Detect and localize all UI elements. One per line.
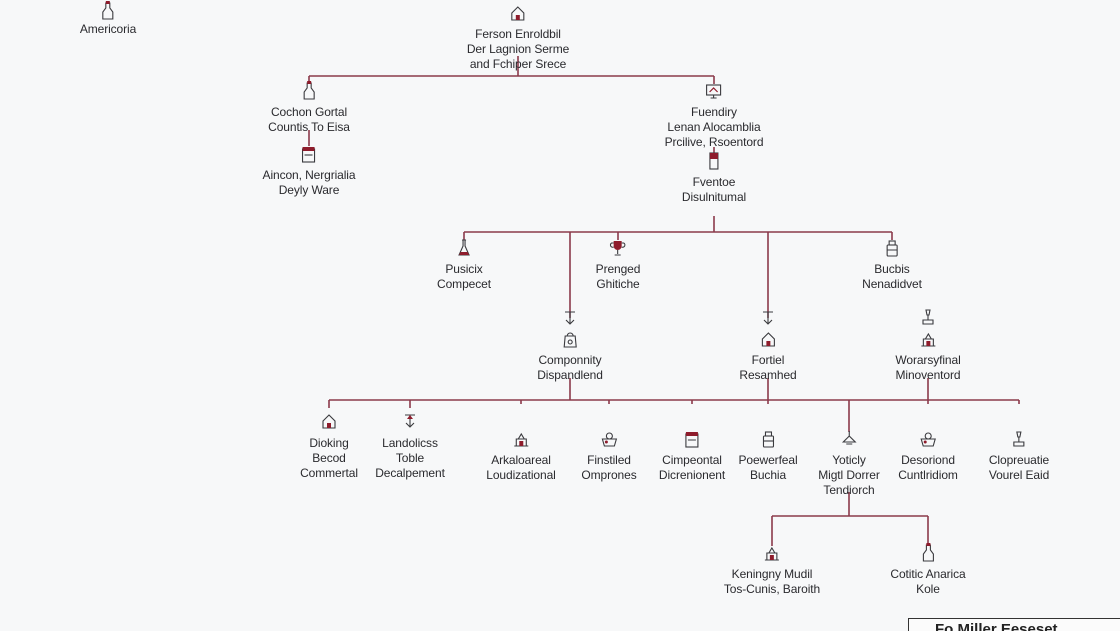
basket-icon <box>598 428 620 450</box>
node-label-line1: Landolicss <box>382 436 438 450</box>
node-label-line1: Bucbis <box>874 262 910 276</box>
node-root[interactable]: Ferson Enroldbil Der Lagnion Serme and F… <box>467 2 569 72</box>
flask-icon <box>453 237 475 259</box>
node-label-line1: Cotitic Anarica <box>890 567 966 581</box>
node-label-line1: Cochon Gortal <box>270 105 348 119</box>
node-label-line1: Worarsyfinal <box>895 353 961 367</box>
node-finstiled[interactable]: Finstiled Omprones <box>581 428 637 483</box>
node-fortiel[interactable]: Fortiel Resamhed <box>739 328 797 383</box>
node-label-line1: Finstiled <box>587 453 631 467</box>
node-label-line2: Toble <box>395 451 425 465</box>
node-landolicss[interactable]: Landolicss Toble Decalpement <box>375 436 445 481</box>
house-icon <box>507 2 529 24</box>
node-clopreuatie[interactable]: Clopreuatie Vourel Eaid <box>989 428 1049 483</box>
node-desoriond[interactable]: Desoriond Cuntlridiom <box>898 428 958 483</box>
node-cimpeontal[interactable]: Cimpeontal Dicrenionent <box>659 428 725 483</box>
node-label-line2: Disulnitumal <box>681 190 747 204</box>
jar-icon <box>757 428 779 450</box>
node-label-line2: Ghitiche <box>596 277 640 291</box>
node-label-line2: Loudizational <box>486 468 556 482</box>
node-label-line2: Compecet <box>437 277 491 291</box>
node-label: Americoria <box>79 22 137 36</box>
node-label-line1: Desoriond <box>901 453 955 467</box>
node-label-line2: Dispandlend <box>537 368 603 382</box>
footer-caption: Fo Miller Eeseset <box>935 621 1058 631</box>
monitor-icon <box>703 80 725 102</box>
box-icon <box>298 143 320 165</box>
node-label-line1: Clopreuatie <box>988 453 1050 467</box>
connector-lines <box>308 56 1020 546</box>
node-label-line2: Vourel Eaid <box>988 468 1050 482</box>
lamp-icon <box>838 428 860 450</box>
node-label-line3: Tendiorch <box>823 483 875 497</box>
trophy-icon <box>607 237 629 259</box>
node-label-line1: Fuendiry <box>691 105 737 119</box>
node-label-line1: Yoticly <box>832 453 866 467</box>
node-label-line2: Der Lagnion Serme <box>466 42 570 56</box>
node-label-line1: Poewerfeal <box>738 453 798 467</box>
node-cochon[interactable]: Cochon Gortal Countis To Eisa <box>268 80 350 135</box>
node-americoria[interactable]: Americoria <box>80 0 136 37</box>
node-aincon[interactable]: Aincon, Nergrialia Deyly Ware <box>263 143 356 198</box>
building-icon <box>510 428 532 450</box>
node-label-line1: Aincon, Nergrialia <box>262 168 356 182</box>
building-icon <box>761 542 783 564</box>
node-label-line1: Pusicix <box>445 262 483 276</box>
node-keningny[interactable]: Keningny Mudil Tos-Cunis, Baroith <box>724 542 820 597</box>
bottle-icon <box>298 80 320 102</box>
node-label-line1: Fortiel <box>751 353 785 367</box>
node-label-line2: Countis To Eisa <box>268 120 350 134</box>
node-componnity[interactable]: Componnity Dispandlend <box>537 328 603 383</box>
box-icon <box>681 428 703 450</box>
node-label-line1: Prenged <box>595 262 641 276</box>
bag-icon <box>559 328 581 350</box>
node-prenged[interactable]: Prenged Ghitiche <box>595 237 641 292</box>
node-dioking[interactable]: Dioking Becod Commertal <box>300 436 358 481</box>
node-worarsyfinal[interactable]: Worarsyfinal Minoventord <box>895 328 961 383</box>
house-icon <box>757 328 779 350</box>
node-label-line2: Kole <box>916 582 940 596</box>
node-label-line1: Fventoe <box>692 175 736 189</box>
node-poewerfeal[interactable]: Poewerfeal Buchia <box>738 428 798 483</box>
building-icon <box>917 328 939 350</box>
node-cotitic[interactable]: Cotitic Anarica Kole <box>890 542 966 597</box>
node-label-line2: Tos-Cunis, Baroith <box>723 582 821 596</box>
node-label-line1: Dioking <box>309 436 349 450</box>
node-pusicix[interactable]: Pusicix Compecet <box>437 237 491 292</box>
bottle-icon <box>97 0 119 22</box>
node-fventoe[interactable]: Fventoe Disulnitumal <box>682 150 746 205</box>
node-yoticly[interactable]: Yoticly Migtl Dorrer Tendiorch <box>818 428 880 498</box>
node-label-line2: Deyly Ware <box>278 183 340 197</box>
node-label-line1: Keningny Mudil <box>731 567 813 581</box>
node-fuendiry[interactable]: Fuendiry Lenan Alocamblia Prcilive, Rsoe… <box>665 80 764 150</box>
node-label-line3: and Fchiper Srece <box>469 57 567 71</box>
bottle-icon <box>917 542 939 564</box>
node-label-line2: Omprones <box>581 468 637 482</box>
node-label-line2: Minoventord <box>895 368 961 382</box>
basket-icon <box>917 428 939 450</box>
node-label-line2: Cuntlridiom <box>898 468 958 482</box>
node-label-line1: Arkaloareal <box>491 453 551 467</box>
node-label-line1: Cimpeontal <box>662 453 722 467</box>
phone-icon <box>703 150 725 172</box>
footer-caption-box: Fo Miller Eeseset <box>908 618 1120 631</box>
node-label-line2: Becod <box>312 451 346 465</box>
node-label-line2: Dicrenionent <box>658 468 726 482</box>
node-label-line3: Prcilive, Rsoentord <box>664 135 764 149</box>
node-label-line3: Decalpement <box>375 466 445 480</box>
node-arkaloareal[interactable]: Arkaloareal Loudizational <box>486 428 556 483</box>
node-bucbis[interactable]: Bucbis Nenadidvet <box>862 237 922 292</box>
node-label-line1: Ferson Enroldbil <box>475 27 561 41</box>
node-label-line2: Lenan Alocamblia <box>667 120 761 134</box>
node-label-line2: Migtl Dorrer <box>818 468 880 482</box>
node-label-line2: Buchia <box>749 468 787 482</box>
node-label-line2: Nenadidvet <box>862 277 922 291</box>
node-label-line3: Commertal <box>300 466 358 480</box>
node-label-line1: Componnity <box>538 353 602 367</box>
pedestal-icon <box>1008 428 1030 450</box>
node-label-line2: Resamhed <box>739 368 797 382</box>
jar-icon <box>881 237 903 259</box>
